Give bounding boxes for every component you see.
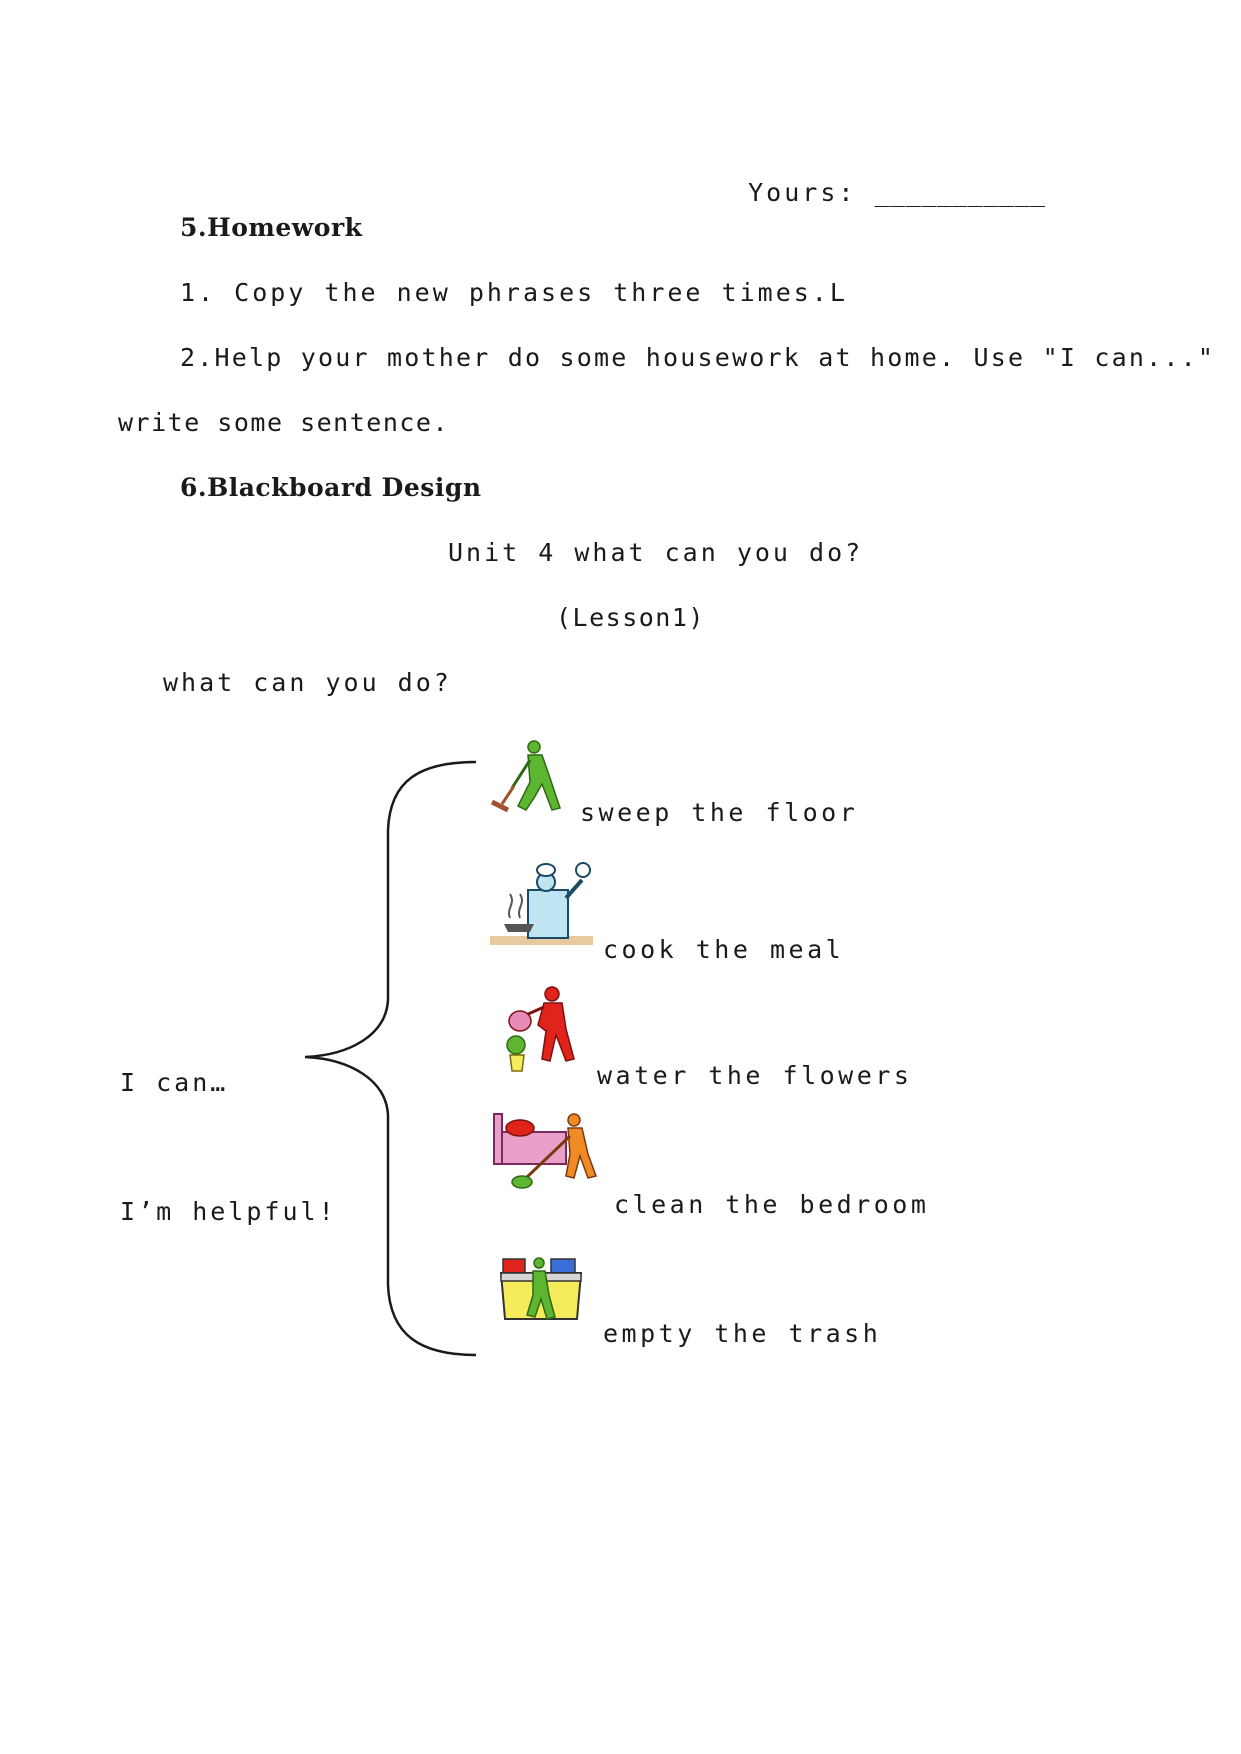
homework-item-1: 1. Copy the new phrases three times.L	[180, 278, 848, 307]
cook-meal-icon	[490, 862, 593, 945]
signature-label: Yours:	[748, 178, 857, 207]
blackboard-title: Unit 4 what can you do?	[448, 538, 864, 567]
activity-label: clean the bedroom	[614, 1190, 930, 1219]
signature-blank: ___________	[874, 178, 1046, 207]
homework-item-2-continued: write some sentence.	[118, 408, 450, 437]
water-flowers-icon	[506, 986, 575, 1072]
activity-label: empty the trash	[603, 1319, 882, 1348]
blackboard-question: what can you do?	[163, 668, 452, 697]
clean-bedroom-icon	[493, 1113, 597, 1189]
sweep-floor-icon	[490, 740, 561, 813]
activity-label: cook the meal	[603, 935, 845, 964]
empty-trash-icon	[499, 1257, 583, 1320]
blackboard-subtitle: (Lesson1)	[556, 603, 705, 632]
activity-label: sweep the floor	[580, 798, 859, 827]
activity-label: water the flowers	[597, 1061, 913, 1090]
blackboard-heading: 6.Blackboard Design	[180, 473, 482, 502]
homework-item-2: 2.Help your mother do some housework at …	[180, 343, 1216, 372]
helpful-text: I’m helpful!	[120, 1197, 337, 1226]
curly-brace	[304, 760, 477, 1357]
homework-heading: 5.Homework	[180, 213, 363, 242]
signature-line: Yours: ___________	[712, 148, 1046, 208]
i-can-text: I can…	[120, 1068, 229, 1097]
